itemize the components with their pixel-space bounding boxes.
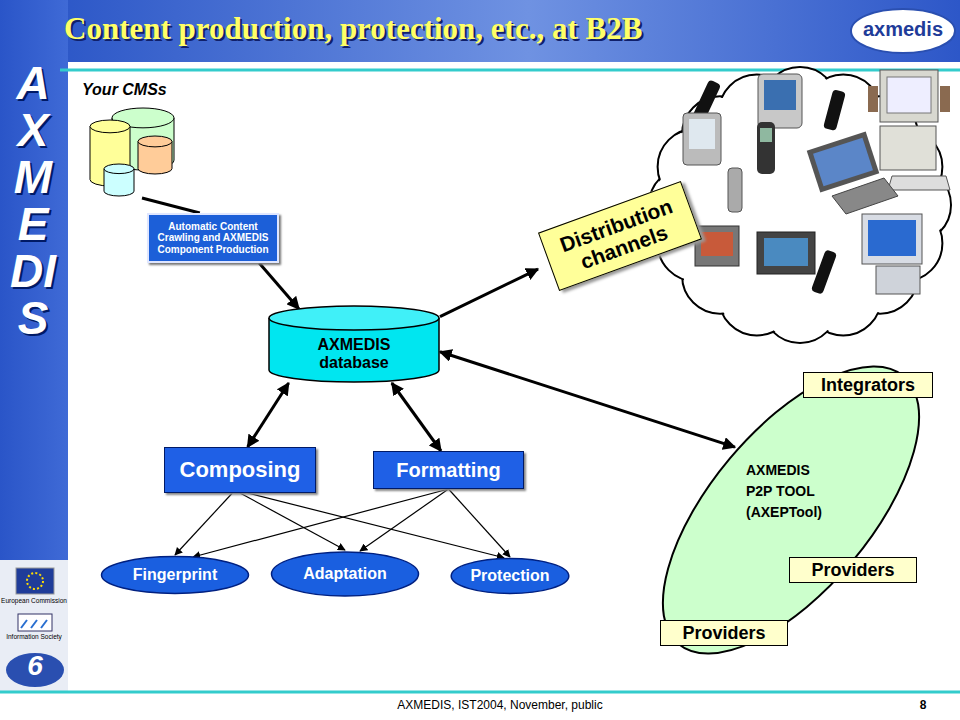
- connector-arrow: [248, 383, 289, 447]
- car-navigator: [757, 232, 815, 274]
- laptop-base: [832, 178, 898, 214]
- function-ellipse: Adaptation: [270, 550, 420, 598]
- page-number: 8: [912, 698, 934, 712]
- node-text: Automatic Content Crawling and AXMEDIS C…: [153, 221, 273, 256]
- cms-cylinders: [82, 84, 182, 198]
- device-icons: [683, 70, 950, 295]
- phone-icon: [823, 89, 846, 131]
- process-box: Integrators: [803, 372, 933, 398]
- connector-arrow: [360, 489, 449, 551]
- ellipse-fill: [660, 365, 922, 655]
- cms-storage: Your CMSs: [82, 84, 182, 198]
- node-text: Distribution channels: [547, 191, 692, 282]
- game-device: [695, 226, 739, 266]
- node-text: Fingerprint: [133, 566, 217, 584]
- pda-screen: [689, 119, 715, 149]
- slide-title: Content production, protection, etc., at…: [64, 11, 642, 47]
- connector-arrow: [259, 263, 299, 309]
- node-text: Your CMSs: [82, 82, 167, 98]
- pda-icon: [683, 113, 721, 165]
- phone-icon: [728, 168, 742, 212]
- vertical-brand: AXMEDIS: [10, 60, 56, 341]
- fp6-logo: [6, 653, 64, 687]
- logo-caption: European Commission: [1, 597, 67, 604]
- rule-line: [0, 691, 960, 694]
- process-box: Providers: [660, 620, 788, 646]
- rule-line: [60, 69, 960, 72]
- desktop-tower: [880, 126, 936, 170]
- is-logo-marks: [21, 620, 47, 628]
- phone-icon: [811, 249, 837, 294]
- fp6-number: 6: [20, 652, 50, 680]
- node-text: Protection: [470, 567, 549, 585]
- p2p-ellipse: AXMEDIS P2P TOOL (AXEPTool): [660, 365, 922, 655]
- speaker-icon: [940, 86, 950, 112]
- pc-base: [876, 266, 920, 294]
- keyboard-icon: [888, 176, 950, 190]
- crt-monitor: [862, 214, 922, 264]
- node-text: Formatting: [396, 460, 500, 480]
- node-text: Adaptation: [303, 565, 387, 583]
- pda-icon: [758, 74, 802, 128]
- speaker-icon: [868, 86, 878, 112]
- eu-stars: [27, 573, 43, 589]
- node-text: Providers: [682, 624, 765, 642]
- connector-arrow: [175, 493, 232, 555]
- logo-caption: Information Society: [1, 633, 67, 640]
- node-text: AXMEDIS P2P TOOL (AXEPTool): [746, 460, 832, 523]
- connector-arrow: [440, 269, 538, 317]
- database-cylinder: AXMEDIS database: [268, 305, 440, 383]
- logo-text: axmedis: [853, 18, 953, 41]
- connector-arrow: [392, 383, 441, 451]
- cylinder-top: [269, 306, 439, 330]
- process-box: Providers: [789, 557, 917, 583]
- connector-arrow: [240, 493, 345, 550]
- desktop-monitor: [880, 70, 938, 122]
- phone-screen: [760, 128, 772, 142]
- node-text: Integrators: [821, 376, 915, 394]
- ellipse-fill: [451, 559, 569, 594]
- logo-panel: [0, 560, 68, 692]
- process-box: Composing: [164, 447, 316, 493]
- process-box: Distribution channels: [538, 181, 702, 291]
- devices-cloud: [649, 67, 951, 343]
- cylinder-top: [90, 120, 130, 133]
- ellipse-fill: [272, 552, 419, 596]
- node-text: Providers: [811, 561, 894, 579]
- pda-screen: [764, 80, 796, 110]
- logo-ellipse: [851, 9, 955, 53]
- connector-arrow: [193, 489, 449, 557]
- footer-text: AXMEDIS, IST2004, November, public: [300, 698, 700, 712]
- side-bar: [0, 0, 68, 692]
- crt-screen: [868, 220, 916, 256]
- node-text: Composing: [180, 459, 301, 481]
- process-box: Formatting: [373, 451, 524, 489]
- eu-flag: [16, 568, 54, 594]
- connector-arrow: [248, 493, 504, 558]
- title-bar: [0, 0, 960, 62]
- node-text: AXMEDIS database: [299, 336, 409, 373]
- game-screen: [701, 232, 733, 256]
- process-box: Automatic Content Crawling and AXMEDIS C…: [147, 213, 279, 263]
- phone-icon: [757, 122, 775, 174]
- ellipse-fill: [102, 557, 249, 594]
- connector-arrow: [142, 198, 200, 213]
- connector-arrow: [440, 352, 735, 447]
- cylinder-top: [138, 136, 172, 147]
- navigator-screen: [764, 238, 808, 266]
- function-ellipse: Fingerprint: [100, 555, 250, 595]
- monitor-screen: [887, 77, 931, 113]
- function-ellipse: Protection: [450, 557, 570, 595]
- connector-arrow: [449, 489, 511, 557]
- laptop-display: [813, 138, 873, 186]
- is-logo: [18, 614, 52, 631]
- cylinder-top: [104, 164, 134, 174]
